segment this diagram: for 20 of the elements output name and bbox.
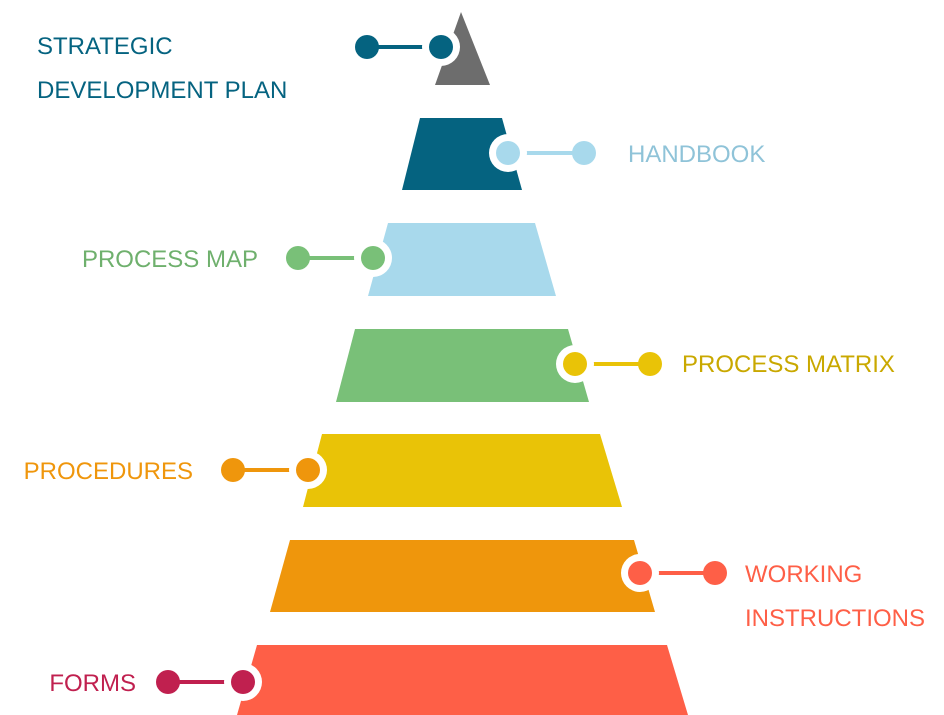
leader-line bbox=[221, 451, 327, 489]
leader-line bbox=[286, 239, 392, 277]
pyramid-apex bbox=[435, 12, 490, 85]
pyramid-tier bbox=[303, 434, 622, 507]
tier-label: PROCESS MATRIX bbox=[682, 343, 895, 387]
leader-line bbox=[621, 554, 727, 592]
leader-line bbox=[489, 134, 596, 172]
pyramid-tier bbox=[368, 223, 556, 296]
leader-line bbox=[156, 663, 262, 701]
leader-line bbox=[556, 345, 662, 383]
tier-label: HANDBOOK bbox=[628, 133, 766, 177]
tier-label: PROCEDURES bbox=[24, 450, 193, 494]
tier-label: STRATEGIC DEVELOPMENT PLAN bbox=[37, 25, 355, 113]
pyramid-tier bbox=[270, 540, 655, 612]
pyramid-tier bbox=[336, 329, 589, 402]
tier-label: FORMS bbox=[49, 662, 136, 706]
pyramid-tier bbox=[402, 118, 522, 190]
tier-label: PROCESS MAP bbox=[82, 238, 258, 282]
pyramid-tier bbox=[237, 645, 688, 715]
tier-label: WORKING INSTRUCTIONS bbox=[745, 553, 944, 641]
